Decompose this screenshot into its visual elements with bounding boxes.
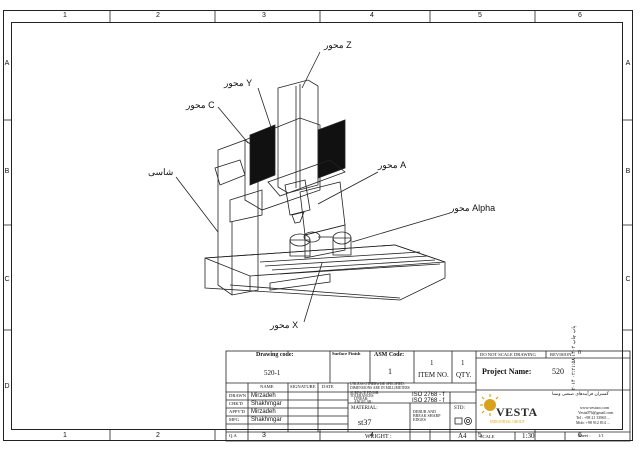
vesta-logo-icon: [480, 394, 499, 416]
zone-col-4-bottom: 4: [370, 432, 374, 439]
sheet-size-value: A4: [458, 432, 467, 440]
qty-value: 1: [461, 359, 465, 367]
weight-label: WEIGHT :: [365, 434, 392, 440]
deburr-note: DEBUR AND BREAK SHARP EDGES: [413, 409, 441, 423]
callout-x-axis: محور X: [270, 320, 299, 330]
zone-row-b-right: B: [625, 168, 631, 175]
notes-line-3: SURFACE FINISH:: [350, 391, 380, 395]
drawing-code-label: Drawing code:: [256, 352, 294, 358]
name-mfg: Shakhmgar: [251, 417, 282, 423]
zone-col-5-top: 5: [478, 12, 482, 19]
zone-col-2-top: 2: [156, 12, 160, 19]
callout-a-axis: محور A: [378, 160, 407, 170]
sheet-label: Sheet :: [578, 433, 591, 438]
tolerance-iso-1: ISO 2768 - f: [412, 392, 445, 398]
asm-code-label: ASM Code:: [374, 352, 405, 358]
project-name-label: Project Name:: [482, 367, 532, 376]
role-checked: CHK'D: [229, 401, 243, 406]
zone-row-b-left: B: [4, 168, 10, 175]
project-name-value: 520: [552, 367, 564, 376]
role-mfg: MFG: [229, 417, 239, 422]
material-label: MATERIAL:: [351, 406, 378, 411]
scale-value: 1:30: [522, 432, 535, 440]
drawing-code-value: 520-1: [264, 369, 281, 377]
callout-y-axis: محور Y: [224, 78, 253, 88]
material-value: st37: [358, 418, 372, 427]
company-subtitle: INDUSTRIAL GROUP: [490, 420, 525, 424]
company-website: www.vestaco.com: [580, 405, 610, 410]
notes-line-1: UNLESS OTHERWISE SPECIFIED:: [350, 382, 405, 386]
col-signature-header: SIGNATURE: [290, 384, 316, 389]
qty-label: QTY.: [456, 371, 472, 379]
name-checked: Shakhmgar: [251, 401, 282, 407]
zone-col-3-bottom: 3: [262, 432, 266, 439]
callout-z-axis: محور Z: [324, 40, 352, 50]
sheet-outer-frame: [3, 10, 633, 441]
tolerance-iso-2: ISO 2768 - f: [412, 398, 445, 404]
zone-row-d-left: D: [4, 383, 10, 390]
company-phone: Tel : +98 21 33965 ...: [576, 415, 611, 420]
notes-line-6: ANGULAR:: [354, 400, 373, 404]
company-logo-text: VESTA: [496, 405, 538, 419]
sheet-value: 1/1: [598, 433, 604, 438]
item-no-label: ITEM NO.: [418, 371, 449, 379]
name-approved: Mirzadeh: [251, 409, 276, 415]
zone-col-5-bottom: 5: [478, 432, 482, 439]
zone-row-a-left: A: [4, 60, 10, 67]
callout-c-axis: محور C: [186, 100, 215, 110]
scale-label: SCALE: [480, 434, 495, 439]
callout-alpha-axis: محور Alpha: [450, 203, 496, 213]
role-drawn: DRAWN: [229, 393, 246, 398]
zone-col-3-top: 3: [262, 12, 266, 19]
notes-line-2: DIMENSIONS ARE IN MILLIMETERS: [350, 386, 410, 390]
role-qa: Q.A: [229, 433, 237, 438]
company-mobile: Mob: +98 912 814 ...: [576, 420, 610, 425]
notes-line-4: TOLERANCES:: [350, 394, 375, 398]
zone-row-a-right: A: [625, 60, 631, 67]
zone-col-1-top: 1: [63, 12, 67, 19]
surface-finish-label: Surface Finish: [332, 351, 361, 356]
std-label: STD:: [454, 406, 465, 411]
company-email: Vesta076@gmail.com: [578, 410, 614, 415]
revision-value: 0: [578, 350, 581, 356]
do-not-scale-note: DO NOT SCALE DRAWING: [480, 352, 536, 357]
zone-col-6-top: 6: [578, 12, 582, 19]
zone-col-6-bottom: 6: [578, 432, 582, 439]
zone-col-1-bottom: 1: [63, 432, 67, 439]
revision-label: REVISION: [550, 352, 572, 357]
col-name-header: NAME: [260, 384, 274, 389]
col-date-header: DATE: [322, 384, 334, 389]
zone-col-2-bottom: 2: [156, 432, 160, 439]
notes-line-5: LINEAR:: [354, 397, 369, 401]
zone-row-c-right: C: [625, 276, 631, 283]
company-name-fa: گستران فرآیندهای صنعتی وستا: [552, 392, 609, 397]
side-print-stamp: پاپ چاپ ۱۴۰۲ ۰۲:۲۱:۵۸ ۲۰۱۴: [571, 325, 577, 390]
name-drawn: Mirzadeh: [251, 393, 276, 399]
drawing-frame: [11, 22, 623, 430]
item-no-value: 1: [430, 359, 434, 367]
asm-code-value: 1: [388, 367, 392, 376]
role-approved: APPV'D: [229, 409, 245, 414]
zone-col-4-top: 4: [370, 12, 374, 19]
callout-chassis: شاسی: [148, 167, 174, 177]
zone-row-c-left: C: [4, 276, 10, 283]
